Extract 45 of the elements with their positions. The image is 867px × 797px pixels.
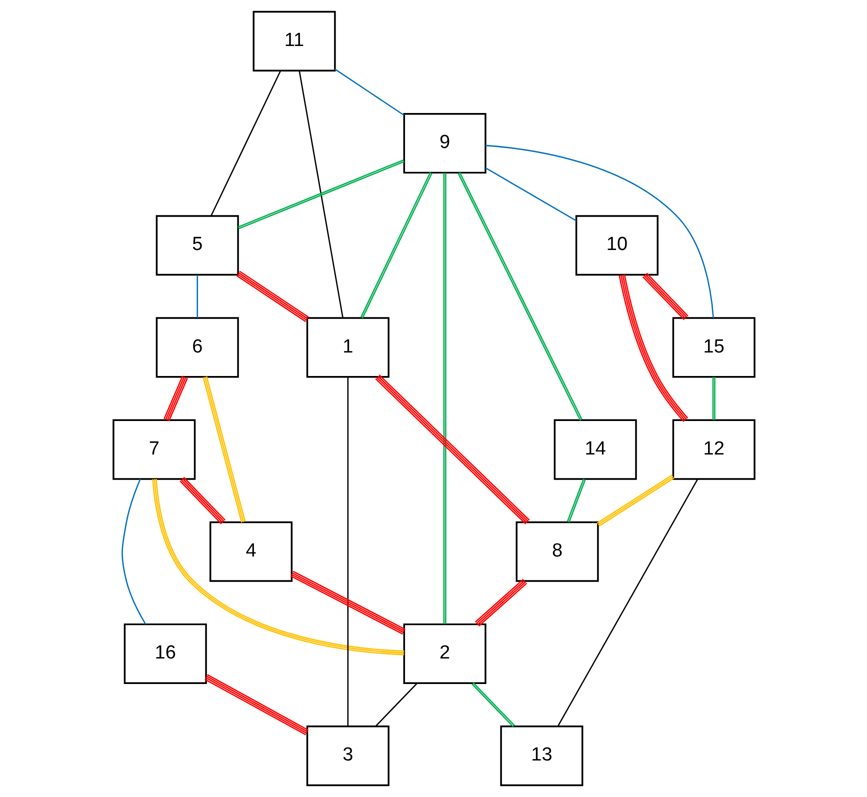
- node-box: 16: [123, 623, 206, 684]
- connector: [484, 167, 576, 222]
- connector: [334, 68, 404, 116]
- connector: [236, 270, 308, 322]
- connector: [290, 570, 405, 635]
- node-box: 5: [155, 215, 238, 276]
- connector: [121, 478, 146, 625]
- node-box: 4: [209, 521, 292, 582]
- node-box: 13: [500, 726, 583, 786]
- node-box: 15: [672, 317, 755, 378]
- connector: [210, 70, 281, 216]
- node-box: 8: [515, 521, 598, 582]
- connector: [237, 159, 404, 230]
- node-box: 2: [402, 623, 486, 684]
- connector: [163, 376, 188, 422]
- connector: [204, 674, 308, 736]
- connector: [642, 272, 688, 320]
- node-box: 3: [306, 726, 389, 786]
- connector: [485, 144, 714, 318]
- connector: [152, 478, 404, 656]
- connector: [179, 476, 226, 524]
- connector: [196, 275, 198, 318]
- connector: [474, 578, 527, 626]
- node-box: 9: [402, 113, 486, 174]
- connector: [471, 682, 515, 728]
- connector: [360, 172, 432, 318]
- connector: [346, 376, 348, 726]
- connector: [442, 172, 446, 624]
- node-box: 12: [672, 419, 755, 480]
- connector: [457, 172, 582, 421]
- node-box: 11: [252, 10, 336, 72]
- connector: [566, 478, 586, 523]
- node-box: 1: [306, 317, 389, 378]
- node-box: 14: [553, 419, 636, 480]
- node-box: 6: [155, 317, 238, 378]
- connector: [298, 70, 344, 318]
- connector: [712, 377, 715, 420]
- connector: [596, 474, 674, 527]
- connector: [202, 376, 246, 523]
- connector: [374, 682, 418, 727]
- connector: [374, 374, 530, 524]
- connector: [556, 478, 698, 727]
- node-box: 7: [112, 419, 196, 480]
- connector: [618, 274, 688, 422]
- node-box: 10: [574, 215, 658, 276]
